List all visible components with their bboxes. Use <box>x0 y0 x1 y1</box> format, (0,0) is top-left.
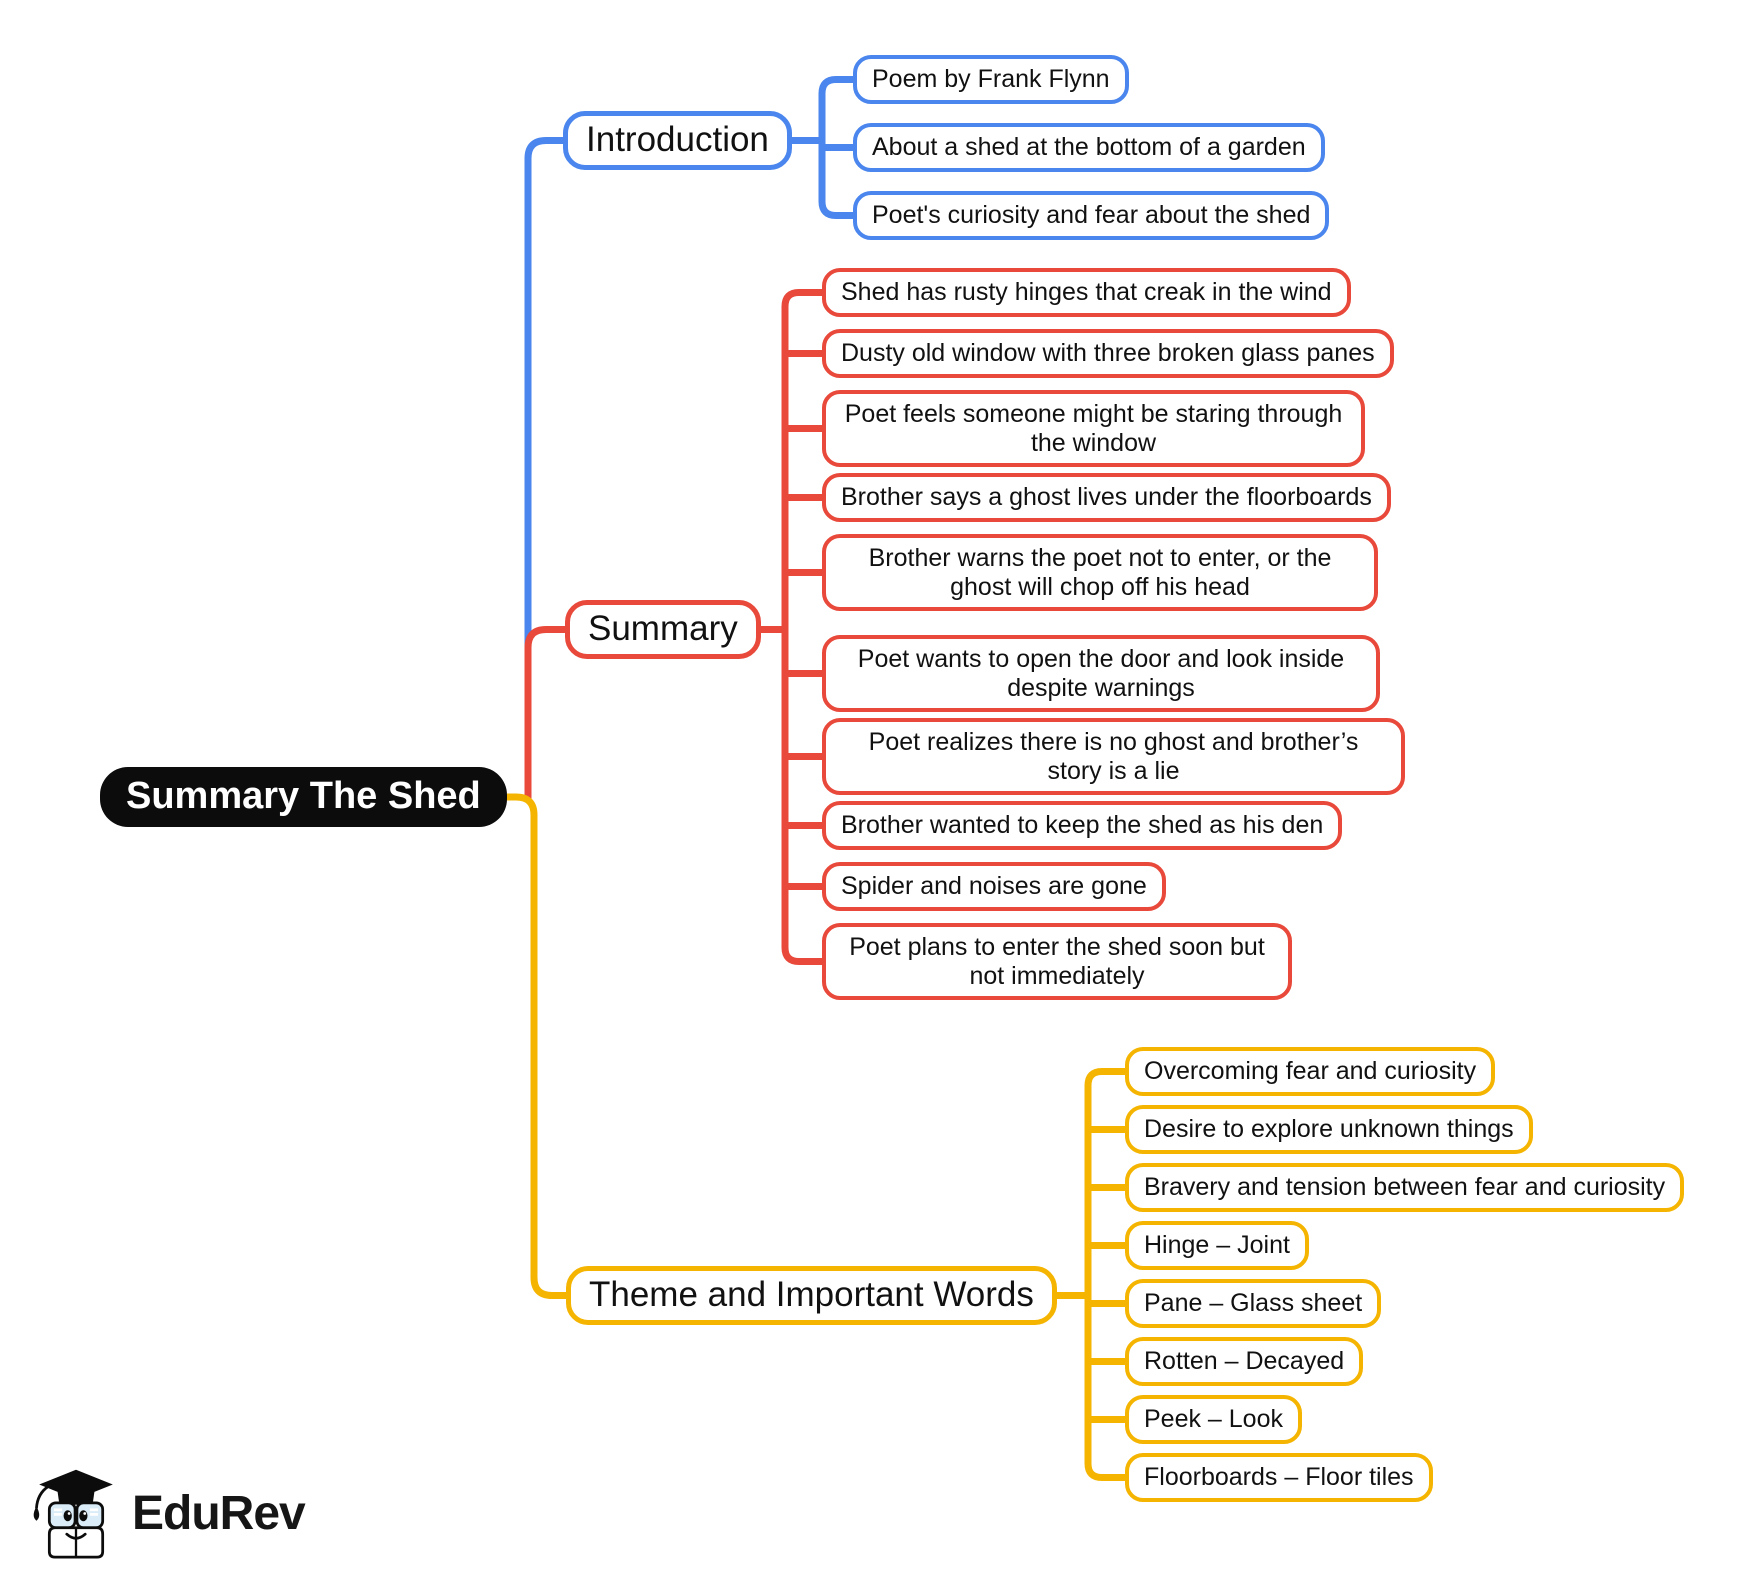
child-node-theme-4[interactable]: Hinge – Joint <box>1125 1221 1309 1270</box>
root-node[interactable]: Summary The Shed <box>100 767 507 827</box>
child-node-summary-9[interactable]: Spider and noises are gone <box>822 862 1166 911</box>
child-node-theme-6[interactable]: Rotten – Decayed <box>1125 1337 1364 1386</box>
child-node-theme-7[interactable]: Peek – Look <box>1125 1395 1302 1444</box>
child-node-introduction-2[interactable]: About a shed at the bottom of a garden <box>853 123 1325 172</box>
child-node-theme-3[interactable]: Bravery and tension between fear and cur… <box>1125 1163 1685 1212</box>
child-node-introduction-3[interactable]: Poet's curiosity and fear about the shed <box>853 191 1330 240</box>
child-node-summary-8[interactable]: Brother wanted to keep the shed as his d… <box>822 801 1343 850</box>
child-node-theme-2[interactable]: Desire to explore unknown things <box>1125 1105 1533 1154</box>
child-node-summary-4[interactable]: Brother says a ghost lives under the flo… <box>822 473 1391 522</box>
child-node-theme-5[interactable]: Pane – Glass sheet <box>1125 1279 1382 1328</box>
branch-node-theme[interactable]: Theme and Important Words <box>566 1266 1057 1325</box>
child-node-summary-5[interactable]: Brother warns the poet not to enter, or … <box>822 534 1378 611</box>
child-node-summary-6[interactable]: Poet wants to open the door and look ins… <box>822 635 1380 712</box>
edurev-wordmark: EduRev <box>132 1486 306 1540</box>
edurev-logo: EduRev <box>30 1464 306 1562</box>
child-node-introduction-1[interactable]: Poem by Frank Flynn <box>853 55 1129 104</box>
child-node-summary-2[interactable]: Dusty old window with three broken glass… <box>822 329 1394 378</box>
branch-node-summary[interactable]: Summary <box>565 600 761 659</box>
child-node-summary-1[interactable]: Shed has rusty hinges that creak in the … <box>822 268 1351 317</box>
child-node-summary-3[interactable]: Poet feels someone might be staring thro… <box>822 390 1365 467</box>
edurev-mascot-icon <box>33 1469 113 1559</box>
child-node-theme-8[interactable]: Floorboards – Floor tiles <box>1125 1453 1433 1502</box>
child-node-theme-1[interactable]: Overcoming fear and curiosity <box>1125 1047 1496 1096</box>
child-node-summary-10[interactable]: Poet plans to enter the shed soon but no… <box>822 923 1292 1000</box>
child-node-summary-7[interactable]: Poet realizes there is no ghost and brot… <box>822 718 1405 795</box>
branch-node-introduction[interactable]: Introduction <box>563 111 792 170</box>
